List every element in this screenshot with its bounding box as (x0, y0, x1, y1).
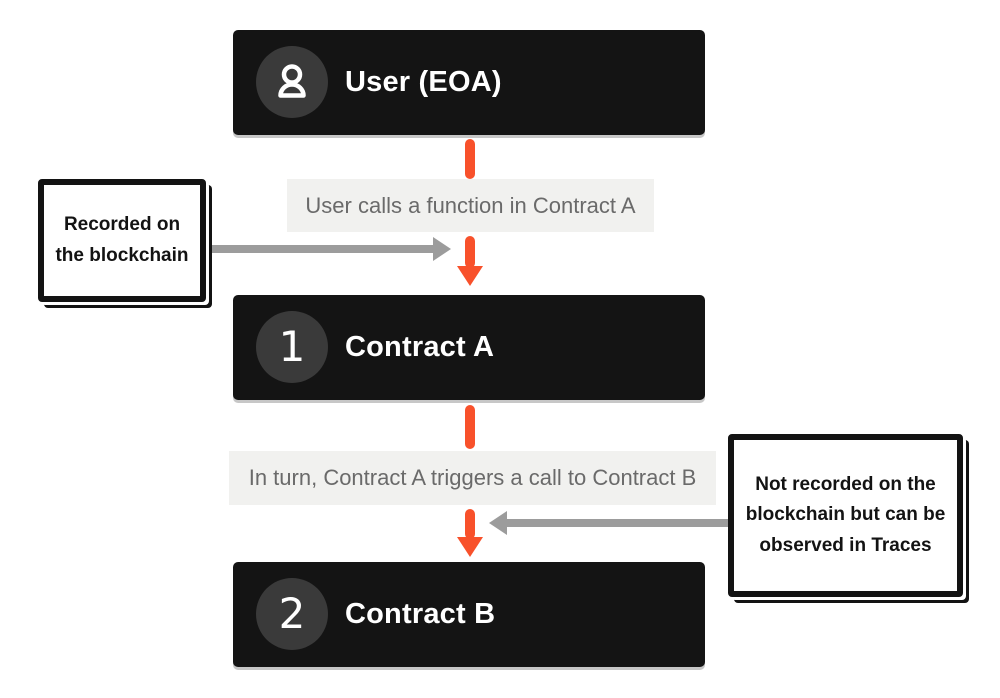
flow-label-contract-call: In turn, Contract A triggers a call to C… (229, 451, 716, 505)
annotation-text: Not recorded on the blockchain but can b… (745, 474, 946, 556)
gray-arrow-left-head (433, 237, 451, 261)
node-contract-b: 2 Contract B (233, 562, 705, 667)
gray-arrow-left-line (212, 245, 433, 253)
arrow-user-to-a-top-segment (465, 139, 475, 179)
gray-arrow-right-head (489, 511, 507, 535)
node-user-eoa: User (EOA) (233, 30, 705, 135)
arrow-a-to-b-bottom-segment (465, 509, 475, 539)
arrow-user-to-a-bottom-segment (465, 236, 475, 268)
user-avatar (256, 46, 328, 118)
annotation-text: Recorded on the blockchain (55, 214, 189, 266)
step-badge-1: 1 (256, 311, 328, 383)
person-icon (278, 64, 306, 98)
gray-arrow-right-line (507, 519, 728, 527)
node-contract-a: 1 Contract A (233, 295, 705, 400)
flow-label-user-call: User calls a function in Contract A (287, 179, 654, 232)
node-title: User (EOA) (345, 66, 502, 98)
node-title: Contract A (345, 331, 495, 363)
step-badge-2: 2 (256, 578, 328, 650)
step-number: 2 (278, 589, 306, 638)
step-number: 1 (278, 322, 306, 371)
arrow-a-to-b-top-segment (465, 405, 475, 449)
arrow-user-to-a-head (457, 266, 483, 286)
annotation-observed-in-traces: Not recorded on the blockchain but can b… (728, 434, 963, 597)
annotation-recorded-on-chain: Recorded on the blockchain (38, 179, 206, 302)
arrow-a-to-b-head (457, 537, 483, 557)
node-title: Contract B (345, 598, 496, 630)
